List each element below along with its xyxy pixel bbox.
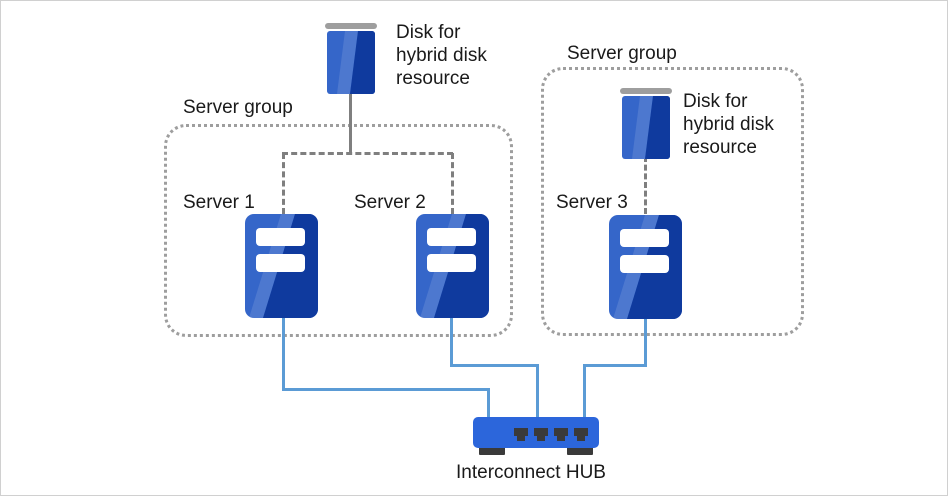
mirror-connector-horizontal: [282, 152, 453, 155]
mirror-connector-to-server2: [451, 153, 454, 214]
server3-hub-line-drop: [583, 364, 586, 417]
server2-hub-line-across: [450, 364, 539, 367]
hub-icon: [473, 417, 599, 455]
server-group-1-box: [164, 124, 513, 337]
server2-hub-line-drop: [536, 364, 539, 417]
server3-hub-line-down: [644, 318, 647, 367]
hub-label: Interconnect HUB: [456, 462, 606, 483]
disk2-connector-to-server3: [644, 156, 647, 214]
server1-label: Server 1: [183, 192, 255, 213]
server1-hub-line-drop: [487, 388, 490, 417]
server-icon: [245, 214, 318, 318]
disk-icon: [620, 88, 672, 159]
server1-hub-line-across: [282, 388, 490, 391]
disk1-label: Disk for hybrid disk resource: [396, 22, 487, 89]
disk-icon: [325, 23, 377, 94]
mirror-connector-to-server1: [282, 153, 285, 214]
server-group-2-label: Server group: [567, 43, 677, 64]
server1-hub-line-down: [282, 318, 285, 391]
server3-hub-line-across: [583, 364, 647, 367]
server-icon: [609, 215, 682, 319]
server-icon: [416, 214, 489, 318]
server-group-2-box: [541, 67, 804, 336]
server2-hub-line-down: [450, 318, 453, 367]
server2-label: Server 2: [354, 192, 426, 213]
disk2-label: Disk for hybrid disk resource: [683, 91, 774, 158]
server-group-1-label: Server group: [183, 97, 293, 118]
server3-label: Server 3: [556, 192, 628, 213]
disk1-connector-line: [349, 92, 352, 154]
